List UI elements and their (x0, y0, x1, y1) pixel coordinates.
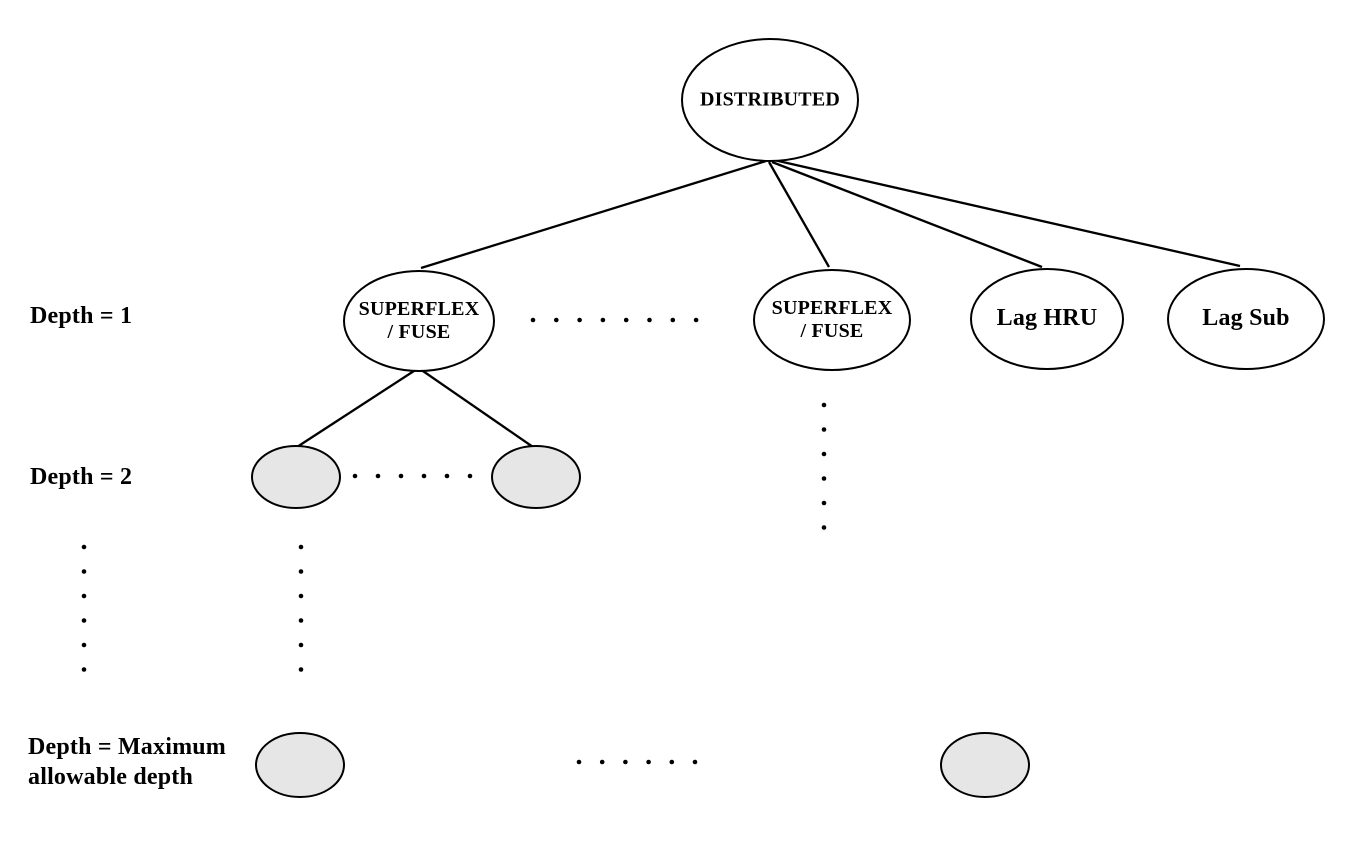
edge-superflex1-to-leaf-left (296, 368, 418, 448)
dots-left-column-1-dot (81, 618, 87, 623)
dots-left-column-1-dot (81, 667, 87, 672)
dots-left-column-2-dot (298, 667, 304, 672)
node-superflex-fuse-2 (753, 269, 911, 371)
dots-bottom-row-dot (623, 759, 628, 765)
dots-bottom-row-dot (576, 759, 582, 765)
dots-depth1-row-dot (554, 317, 559, 323)
dots-left-column-1-dot (81, 593, 87, 599)
dots-depth2-row-dot (444, 473, 450, 479)
dots-depth2-row-dot (467, 473, 473, 479)
node-maxdepth-leaf-left (255, 732, 345, 798)
dots-depth2-row-dot (352, 473, 358, 479)
dots-below-superflex2-dot (821, 525, 827, 530)
dots-depth2-row-dot (375, 473, 381, 479)
edge-root-to-lag-hru (771, 160, 1043, 269)
dots-below-superflex2-dot (821, 476, 827, 481)
edge-superflex1-to-leaf-right (419, 368, 534, 448)
dots-below-superflex2-dot (821, 451, 827, 457)
node-depth2-leaf-left (251, 445, 341, 509)
node-lag-sub (1167, 268, 1325, 370)
node-maxdepth-leaf-right (940, 732, 1030, 798)
edge-root-to-superflex-1 (420, 159, 767, 270)
dots-below-superflex2-dot (821, 402, 827, 408)
dots-left-column-2-dot (298, 642, 304, 648)
dots-left-column-2-dot (298, 618, 304, 623)
dots-left-column-1-dot (81, 544, 87, 550)
dots-depth1-row-dot (670, 317, 676, 323)
dots-left-column-2-dot (298, 569, 304, 574)
dots-bottom-row-dot (669, 759, 675, 765)
node-depth2-leaf-right (491, 445, 581, 509)
dots-depth1-row-dot (530, 317, 536, 323)
dots-left-column-2-dot (298, 593, 304, 599)
node-superflex-fuse-1 (343, 270, 495, 372)
node-lag-hru (970, 268, 1124, 370)
dots-below-superflex2-dot (821, 427, 827, 432)
dots-depth1-row-dot (647, 317, 652, 323)
node-distributed (681, 38, 859, 162)
dots-bottom-row-dot (692, 759, 698, 765)
dots-left-column-1-dot (81, 569, 87, 574)
dots-below-superflex2-dot (821, 500, 827, 506)
dots-depth2-row-dot (398, 473, 404, 479)
dots-bottom-row-dot (646, 759, 651, 765)
dots-depth1-row-dot (623, 317, 629, 323)
dots-depth1-row-dot (577, 317, 582, 323)
edge-root-to-superflex-2 (768, 161, 830, 268)
dots-depth1-row-dot (693, 317, 699, 323)
dots-depth1-row-dot (600, 317, 606, 323)
edge-root-to-lag-sub (773, 158, 1241, 268)
dots-depth2-row-dot (421, 473, 427, 479)
dots-left-column-2-dot (298, 544, 304, 550)
dots-bottom-row-dot (599, 759, 605, 765)
dots-left-column-1-dot (81, 642, 87, 648)
